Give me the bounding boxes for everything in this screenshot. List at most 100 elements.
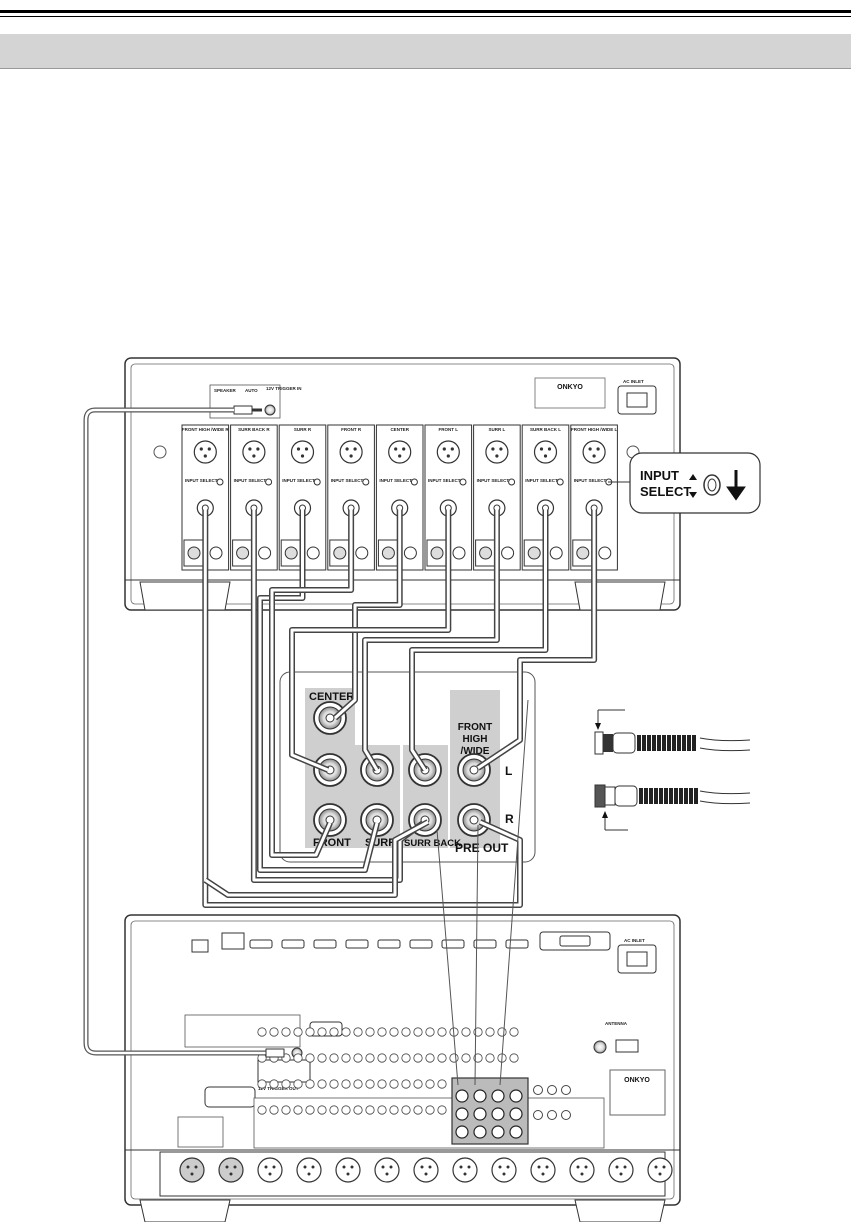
xlr-input-jack[interactable] <box>533 440 558 464</box>
rca-jack[interactable] <box>353 1027 363 1037</box>
input-select-switch[interactable] <box>362 478 370 486</box>
rca-jack[interactable] <box>473 1027 483 1037</box>
rca-jack[interactable] <box>401 1079 411 1089</box>
rca-jack[interactable] <box>341 1053 351 1063</box>
rca-jack[interactable] <box>353 1105 363 1115</box>
hdmi-port[interactable] <box>345 939 369 949</box>
hdmi-port[interactable] <box>313 939 337 949</box>
receiver-preout-jack[interactable] <box>455 1107 469 1121</box>
xlr-input-jack[interactable] <box>582 440 606 464</box>
xlr-port[interactable] <box>374 1157 400 1183</box>
rca-jack[interactable] <box>329 1079 339 1089</box>
rca-jack[interactable] <box>389 1079 399 1089</box>
rca-jack[interactable] <box>353 1053 363 1063</box>
rca-jack[interactable] <box>449 1053 459 1063</box>
rca-jack[interactable] <box>461 1053 471 1063</box>
rca-jack[interactable] <box>561 1085 571 1095</box>
rca-jack[interactable] <box>341 1027 351 1037</box>
rca-jack[interactable] <box>461 1027 471 1037</box>
speaker-terminal[interactable] <box>598 546 612 560</box>
rca-jack[interactable] <box>353 1079 363 1089</box>
hdmi-port[interactable] <box>505 939 529 949</box>
hdmi-port[interactable] <box>473 939 497 949</box>
input-select-switch[interactable] <box>313 478 321 486</box>
rca-jack[interactable] <box>317 1053 327 1063</box>
rca-jack[interactable] <box>293 1027 303 1037</box>
rca-jack[interactable] <box>437 1079 447 1089</box>
rca-jack[interactable] <box>293 1105 303 1115</box>
speaker-terminal[interactable] <box>284 546 298 560</box>
speaker-terminal[interactable] <box>381 546 395 560</box>
xlr-input-jack[interactable] <box>290 440 315 464</box>
receiver-preout-jack[interactable] <box>509 1089 523 1103</box>
receiver-preout-jack[interactable] <box>473 1107 487 1121</box>
rca-jack[interactable] <box>317 1105 327 1115</box>
rca-jack[interactable] <box>305 1027 315 1037</box>
rca-jack[interactable] <box>305 1079 315 1089</box>
rca-jack[interactable] <box>485 1053 495 1063</box>
rca-jack[interactable] <box>425 1105 435 1115</box>
xlr-port[interactable] <box>335 1157 361 1183</box>
rca-jack[interactable] <box>281 1079 291 1089</box>
rca-jack[interactable] <box>401 1027 411 1037</box>
xlr-port[interactable] <box>257 1157 283 1183</box>
rca-jack[interactable] <box>293 1053 303 1063</box>
rca-jack[interactable] <box>329 1105 339 1115</box>
rca-jack[interactable] <box>365 1027 375 1037</box>
xlr-port[interactable] <box>452 1157 478 1183</box>
rca-jack[interactable] <box>257 1079 267 1089</box>
rca-jack[interactable] <box>305 1105 315 1115</box>
receiver-preout-jack[interactable] <box>473 1125 487 1139</box>
rca-jack[interactable] <box>329 1053 339 1063</box>
rca-jack[interactable] <box>305 1053 315 1063</box>
rca-jack[interactable] <box>401 1053 411 1063</box>
rca-jack[interactable] <box>377 1079 387 1089</box>
xlr-input-jack[interactable] <box>193 440 217 464</box>
rca-jack[interactable] <box>257 1105 267 1115</box>
rca-jack[interactable] <box>413 1027 423 1037</box>
rca-jack[interactable] <box>437 1053 447 1063</box>
rca-jack[interactable] <box>547 1110 557 1120</box>
speaker-terminal[interactable] <box>576 546 590 560</box>
trigger-in-jack[interactable] <box>264 404 276 416</box>
rca-jack[interactable] <box>341 1105 351 1115</box>
rca-jack[interactable] <box>389 1105 399 1115</box>
rca-jack[interactable] <box>281 1105 291 1115</box>
xlr-port[interactable] <box>296 1157 322 1183</box>
rca-jack[interactable] <box>365 1079 375 1089</box>
rca-jack[interactable] <box>341 1079 351 1089</box>
rca-jack[interactable] <box>389 1027 399 1037</box>
rca-jack[interactable] <box>485 1027 495 1037</box>
hdmi-port[interactable] <box>249 939 273 949</box>
rca-jack[interactable] <box>377 1053 387 1063</box>
receiver-preout-jack[interactable] <box>509 1125 523 1139</box>
rca-jack[interactable] <box>413 1105 423 1115</box>
rca-jack[interactable] <box>413 1079 423 1089</box>
rca-jack[interactable] <box>317 1027 327 1037</box>
rca-jack[interactable] <box>377 1105 387 1115</box>
xlr-input-jack[interactable] <box>339 440 363 464</box>
xlr-input-jack[interactable] <box>485 440 509 464</box>
rca-jack[interactable] <box>561 1110 571 1120</box>
speaker-terminal[interactable] <box>549 546 563 560</box>
rca-jack[interactable] <box>293 1079 303 1089</box>
rca-jack[interactable] <box>425 1027 435 1037</box>
rca-jack[interactable] <box>533 1110 543 1120</box>
rca-jack[interactable] <box>317 1079 327 1089</box>
hdmi-port[interactable] <box>441 939 465 949</box>
hdmi-port[interactable] <box>409 939 433 949</box>
speaker-terminal[interactable] <box>209 546 223 560</box>
rca-jack[interactable] <box>269 1027 279 1037</box>
xlr-port[interactable] <box>647 1157 673 1183</box>
rca-jack[interactable] <box>281 1027 291 1037</box>
input-select-switch[interactable] <box>410 478 418 486</box>
rca-jack[interactable] <box>437 1027 447 1037</box>
speaker-terminal[interactable] <box>236 546 250 560</box>
switch-knob-icon[interactable] <box>703 474 721 496</box>
rca-jack[interactable] <box>425 1053 435 1063</box>
xlr-port[interactable] <box>491 1157 517 1183</box>
xlr-port[interactable] <box>413 1157 439 1183</box>
receiver-preout-jack[interactable] <box>455 1089 469 1103</box>
speaker-terminal[interactable] <box>333 546 347 560</box>
xlr-input-jack[interactable] <box>388 440 412 464</box>
